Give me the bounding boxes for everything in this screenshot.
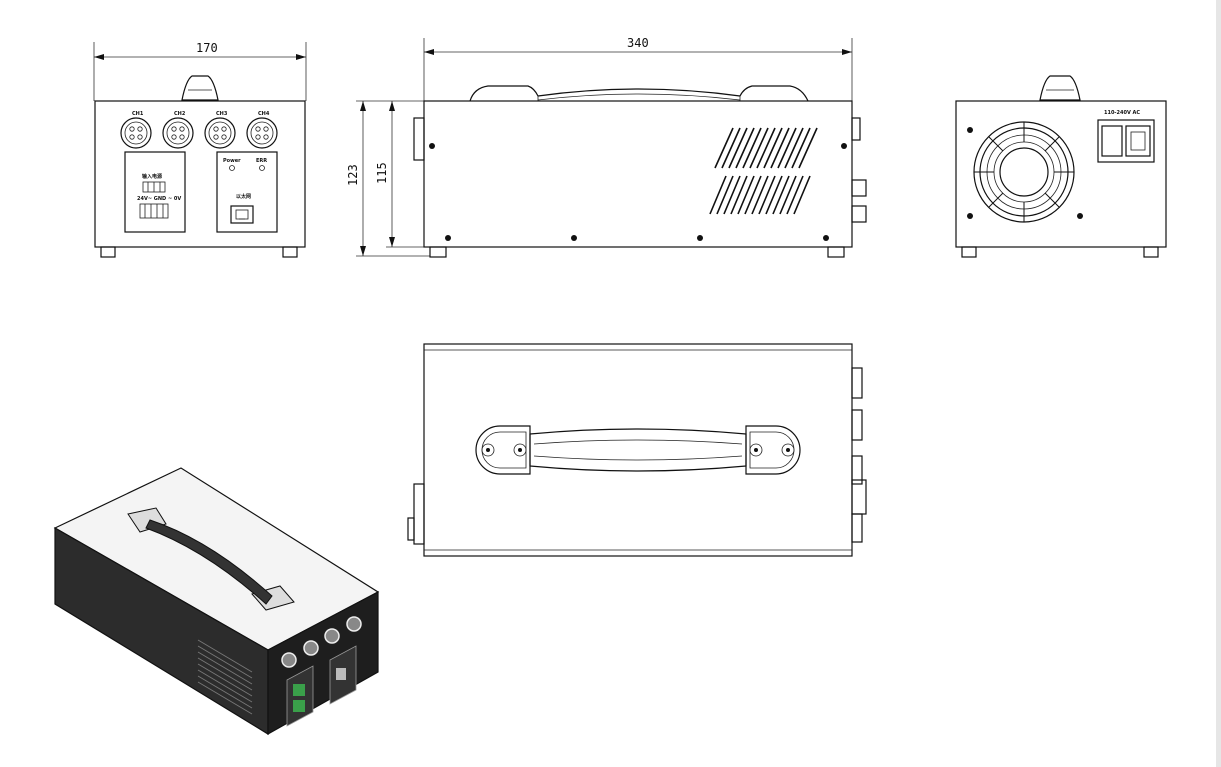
port-label-ch4: CH4 xyxy=(258,111,270,117)
dim-170-label: 170 xyxy=(196,41,218,55)
dim-arrow xyxy=(296,54,306,60)
dim-arrow xyxy=(94,54,104,60)
connector-ch3 xyxy=(204,117,236,149)
screw xyxy=(967,127,973,133)
terminal-panel xyxy=(124,151,186,233)
isometric-view xyxy=(53,467,380,736)
rear-view: 110-240V AC xyxy=(955,75,1167,258)
rj45-port xyxy=(230,205,254,224)
side-view: 340 123 115 xyxy=(346,36,867,258)
handle-knob xyxy=(181,75,219,101)
power-inlet xyxy=(1097,119,1155,163)
connector-ch2 xyxy=(162,117,194,149)
port-label-ch3: CH3 xyxy=(216,111,228,117)
port-label-ch2: CH2 xyxy=(174,111,186,117)
page-edge-rule xyxy=(1216,0,1221,767)
err-led xyxy=(259,165,265,171)
dim-arrow xyxy=(424,49,434,55)
power-led-label: Power xyxy=(223,158,241,164)
iso-front-connectors xyxy=(281,616,362,727)
foot xyxy=(429,246,447,258)
port-label-ch1: CH1 xyxy=(132,111,144,117)
connector xyxy=(851,513,863,543)
connector xyxy=(851,479,867,515)
screw xyxy=(841,143,847,149)
err-led-label: ERR xyxy=(256,158,267,164)
terminal-label: 输入电源 xyxy=(142,173,162,180)
screw xyxy=(697,235,703,241)
foot xyxy=(961,246,977,258)
screw xyxy=(823,235,829,241)
top-handle xyxy=(469,85,809,102)
screw xyxy=(429,143,435,149)
screw xyxy=(967,213,973,219)
dim-340-label: 340 xyxy=(627,36,649,50)
connector xyxy=(851,409,863,441)
screw xyxy=(1077,213,1083,219)
handle-knob xyxy=(1039,75,1081,101)
power-switch xyxy=(413,117,425,161)
rear-body xyxy=(955,100,1167,248)
foot xyxy=(1143,246,1159,258)
power-led xyxy=(229,165,235,171)
front-view: 170 CH1 CH2 CH3 CH4 xyxy=(93,41,307,258)
side-connector xyxy=(851,117,861,141)
connector xyxy=(851,367,863,399)
iso-handle-grip xyxy=(145,519,273,605)
top-view xyxy=(407,343,867,557)
cooling-fan xyxy=(973,121,1075,223)
front-body xyxy=(94,100,306,248)
connector-ch4 xyxy=(246,117,278,149)
network-label: 以太网 xyxy=(236,193,251,200)
dim-115-label: 115 xyxy=(375,162,389,184)
iso-vent xyxy=(197,639,253,715)
side-connector xyxy=(851,179,867,197)
top-handle xyxy=(475,425,801,475)
voltage-label: 110-240V AC xyxy=(1104,110,1140,116)
dim-123-label: 123 xyxy=(346,164,360,186)
foot xyxy=(282,246,298,258)
side-connector xyxy=(851,205,867,223)
network-panel xyxy=(216,151,278,233)
screw xyxy=(571,235,577,241)
power-switch xyxy=(413,483,425,545)
power-rocker-switch xyxy=(1125,125,1151,157)
dim-arrow xyxy=(842,49,852,55)
terminal-sub-label: 24V~ GND ~ 0V xyxy=(137,196,181,202)
vent-grille xyxy=(709,127,818,215)
connector xyxy=(851,455,863,485)
screw xyxy=(445,235,451,241)
foot xyxy=(100,246,116,258)
side-body xyxy=(423,100,853,248)
connector-ch1 xyxy=(120,117,152,149)
top-body xyxy=(423,343,853,557)
terminal-block-bottom xyxy=(139,203,169,219)
foot xyxy=(827,246,845,258)
